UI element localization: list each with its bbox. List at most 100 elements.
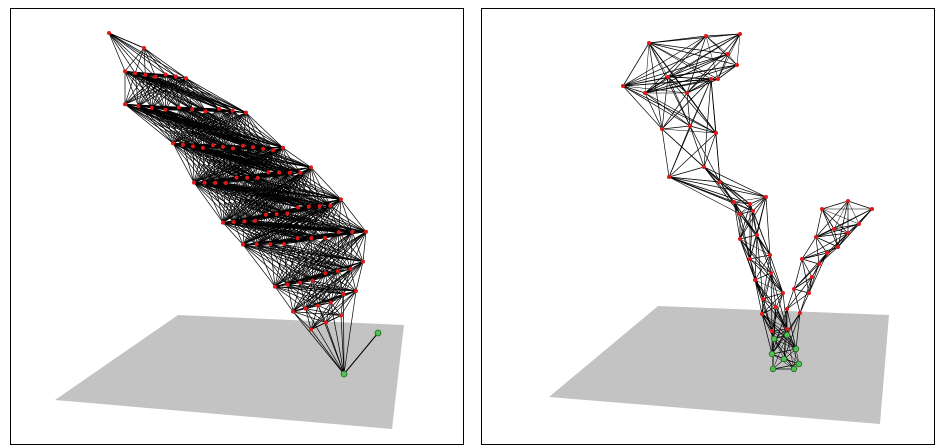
truss-joint bbox=[133, 71, 137, 75]
truss-joint bbox=[323, 236, 327, 240]
truss-member bbox=[649, 34, 740, 43]
truss-joint bbox=[785, 307, 789, 311]
support-joint bbox=[769, 351, 775, 357]
support-joint bbox=[791, 366, 797, 372]
truss-joint bbox=[716, 77, 720, 81]
truss-joint bbox=[781, 291, 785, 295]
truss-joint bbox=[364, 230, 368, 234]
truss-joint bbox=[304, 307, 308, 311]
truss-member bbox=[662, 129, 669, 177]
truss-joint bbox=[318, 204, 322, 208]
truss-joint bbox=[685, 91, 689, 95]
truss-member bbox=[809, 253, 827, 293]
truss-joint bbox=[256, 176, 260, 180]
truss-joint bbox=[142, 46, 146, 50]
truss-joint bbox=[755, 233, 759, 237]
truss-member bbox=[704, 167, 720, 182]
truss-joint bbox=[268, 242, 272, 246]
truss-joint bbox=[273, 285, 277, 289]
truss-joint bbox=[282, 242, 286, 246]
right-structure-panel bbox=[481, 8, 935, 445]
truss-joint bbox=[735, 63, 739, 67]
truss-joint bbox=[798, 311, 802, 315]
truss-joint bbox=[748, 202, 752, 206]
truss-joint bbox=[271, 148, 275, 152]
truss-joint bbox=[309, 165, 313, 169]
truss-joint bbox=[235, 176, 239, 180]
truss-joint bbox=[753, 278, 757, 282]
truss-joint bbox=[204, 109, 208, 113]
truss-joint bbox=[339, 197, 343, 201]
truss-member bbox=[662, 126, 690, 129]
ground-plane bbox=[55, 315, 404, 429]
truss-joint bbox=[286, 283, 290, 287]
truss-member bbox=[711, 79, 716, 133]
truss-joint bbox=[814, 235, 818, 239]
truss-joint bbox=[323, 271, 327, 275]
truss-joint bbox=[817, 262, 821, 266]
truss-joint bbox=[221, 145, 225, 149]
truss-joint bbox=[221, 221, 225, 225]
truss-member bbox=[662, 79, 711, 129]
truss-joint bbox=[807, 291, 811, 295]
truss-joint bbox=[820, 207, 824, 211]
truss-joint bbox=[291, 310, 295, 314]
truss-member bbox=[734, 202, 750, 259]
truss-joint bbox=[136, 104, 140, 108]
truss-joint bbox=[261, 147, 265, 151]
truss-joint bbox=[643, 91, 647, 95]
truss-joint bbox=[231, 109, 235, 113]
truss-joint bbox=[184, 76, 188, 80]
truss-member bbox=[144, 48, 145, 75]
truss-joint bbox=[224, 181, 228, 185]
support-joint bbox=[796, 361, 802, 367]
truss-joint bbox=[785, 327, 789, 331]
truss-member bbox=[720, 182, 766, 197]
truss-joint bbox=[253, 219, 257, 223]
truss-joint bbox=[191, 144, 195, 148]
truss-joint bbox=[241, 243, 245, 247]
truss-joint bbox=[846, 231, 850, 235]
truss-joint bbox=[266, 170, 270, 174]
truss-joint bbox=[770, 329, 774, 333]
truss-joint bbox=[751, 209, 755, 213]
left-structure-canvas bbox=[11, 9, 464, 445]
truss-joint bbox=[832, 227, 836, 231]
truss-joint bbox=[774, 305, 778, 309]
truss-joint bbox=[154, 75, 158, 79]
truss-joint bbox=[211, 143, 215, 147]
truss-member bbox=[645, 43, 649, 93]
right-structure-canvas bbox=[482, 9, 935, 445]
truss-member bbox=[816, 209, 822, 237]
truss-joint bbox=[201, 146, 205, 150]
truss-joint bbox=[350, 230, 354, 234]
truss-joints bbox=[621, 32, 874, 333]
truss-member bbox=[109, 33, 156, 77]
truss-member bbox=[704, 133, 716, 167]
truss-joint bbox=[836, 245, 840, 249]
truss-joint bbox=[244, 111, 248, 115]
support-joint bbox=[784, 332, 790, 338]
truss-joint bbox=[307, 205, 311, 209]
truss-member bbox=[802, 237, 816, 259]
truss-joint bbox=[337, 230, 341, 234]
truss-joint bbox=[667, 175, 671, 179]
truss-joint bbox=[666, 75, 670, 79]
truss-joint bbox=[123, 102, 127, 106]
truss-joint bbox=[177, 105, 181, 109]
truss-joint bbox=[647, 41, 651, 45]
truss-joint bbox=[870, 207, 874, 211]
truss-joint bbox=[328, 204, 332, 208]
truss-joint bbox=[143, 73, 147, 77]
truss-joint bbox=[217, 107, 221, 111]
truss-member bbox=[787, 289, 794, 309]
truss-joint bbox=[857, 222, 861, 226]
truss-joint bbox=[298, 171, 302, 175]
truss-joint bbox=[702, 165, 706, 169]
truss-joint bbox=[203, 181, 207, 185]
truss-member bbox=[109, 33, 186, 78]
truss-joint bbox=[354, 289, 358, 293]
truss-joint bbox=[660, 127, 664, 131]
truss-joint bbox=[738, 32, 742, 36]
truss-joint bbox=[704, 34, 708, 38]
